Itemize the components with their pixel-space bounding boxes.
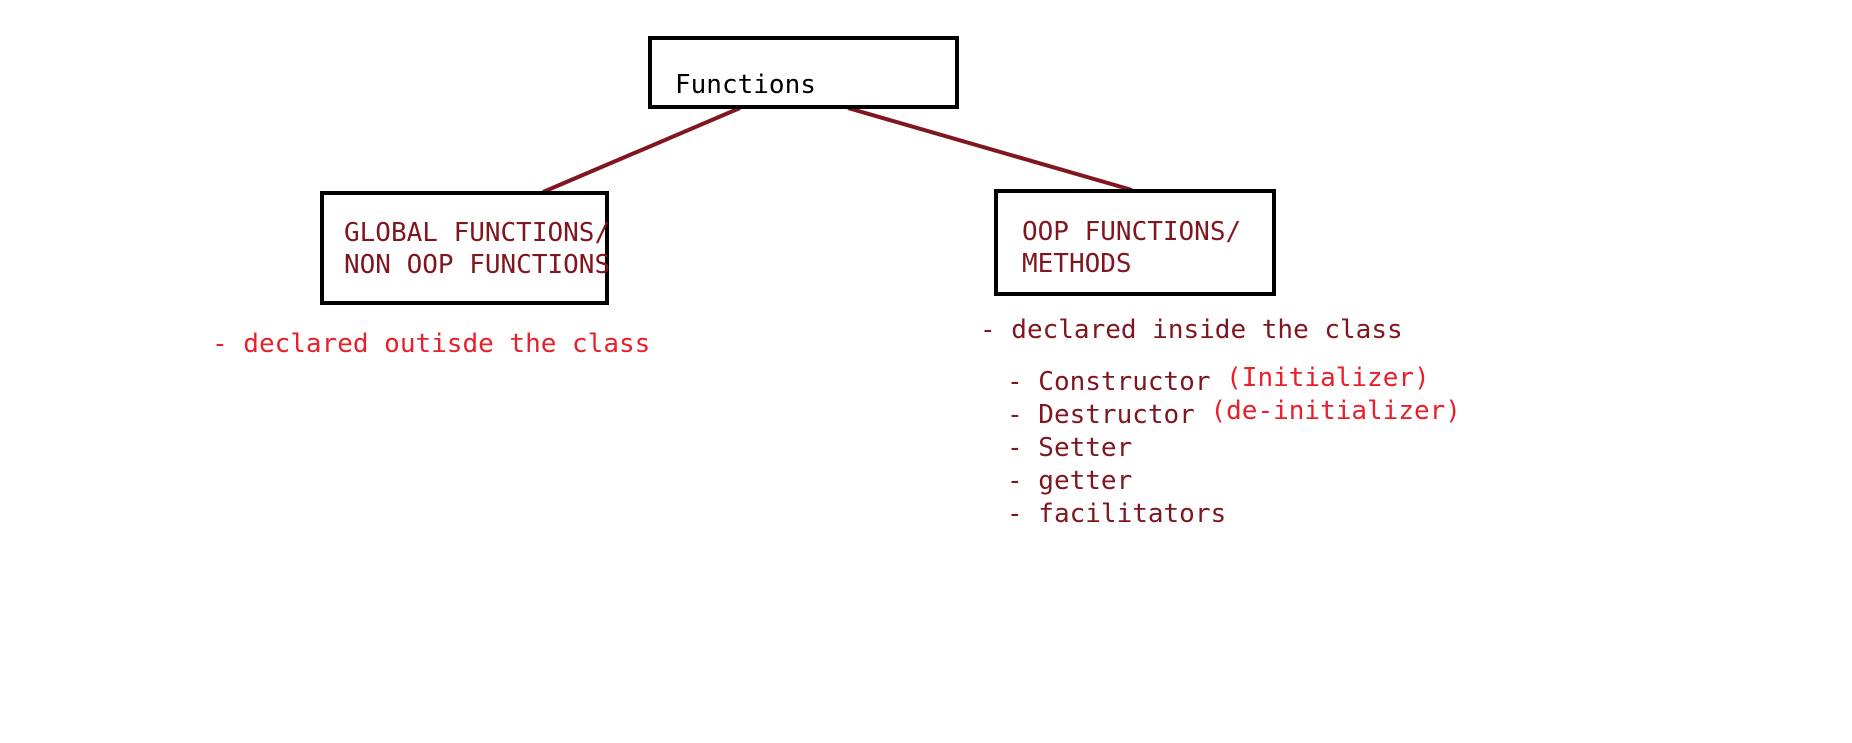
method-item-setter: - Setter	[1007, 432, 1461, 465]
method-item-facilitators: - facilitators	[1007, 498, 1461, 531]
method-item-name: - Destructor	[1007, 400, 1195, 430]
method-item-name: - facilitators	[1007, 499, 1227, 529]
method-item-name: - getter	[1007, 466, 1133, 496]
method-item-name: - Setter	[1007, 433, 1133, 463]
node-global-functions-line1: GLOBAL FUNCTIONS/	[344, 218, 611, 248]
method-item-note: (Initializer)	[1226, 363, 1430, 393]
global-functions-note: - declared outisde the class	[212, 329, 651, 359]
method-item-constructor: - Constructor (Initializer)	[1007, 363, 1461, 399]
node-oop-functions: OOP FUNCTIONS/ METHODS	[994, 189, 1276, 296]
connector-root-to-left	[542, 106, 741, 194]
node-oop-functions-label: OOP FUNCTIONS/ METHODS	[1022, 216, 1241, 280]
method-item-note: (de-initializer)	[1210, 396, 1461, 426]
method-item-destructor: - Destructor (de-initializer)	[1007, 396, 1461, 432]
node-oop-functions-line2: METHODS	[1022, 249, 1132, 279]
method-type-list: - Constructor (Initializer) - Destructor…	[1007, 363, 1461, 531]
root-node-label: Functions	[675, 70, 816, 100]
oop-functions-note: - declared inside the class	[980, 315, 1403, 345]
method-item-getter: - getter	[1007, 465, 1461, 498]
node-oop-functions-line1: OOP FUNCTIONS/	[1022, 217, 1242, 247]
root-node-functions: Functions	[648, 36, 959, 109]
node-global-functions-line2: NON OOP FUNCTIONS	[344, 250, 611, 280]
connector-root-to-right	[847, 106, 1133, 192]
method-item-name: - Constructor	[1007, 367, 1211, 397]
node-global-functions-label: GLOBAL FUNCTIONS/ NON OOP FUNCTIONS	[344, 217, 610, 281]
node-global-functions: GLOBAL FUNCTIONS/ NON OOP FUNCTIONS	[320, 191, 610, 305]
